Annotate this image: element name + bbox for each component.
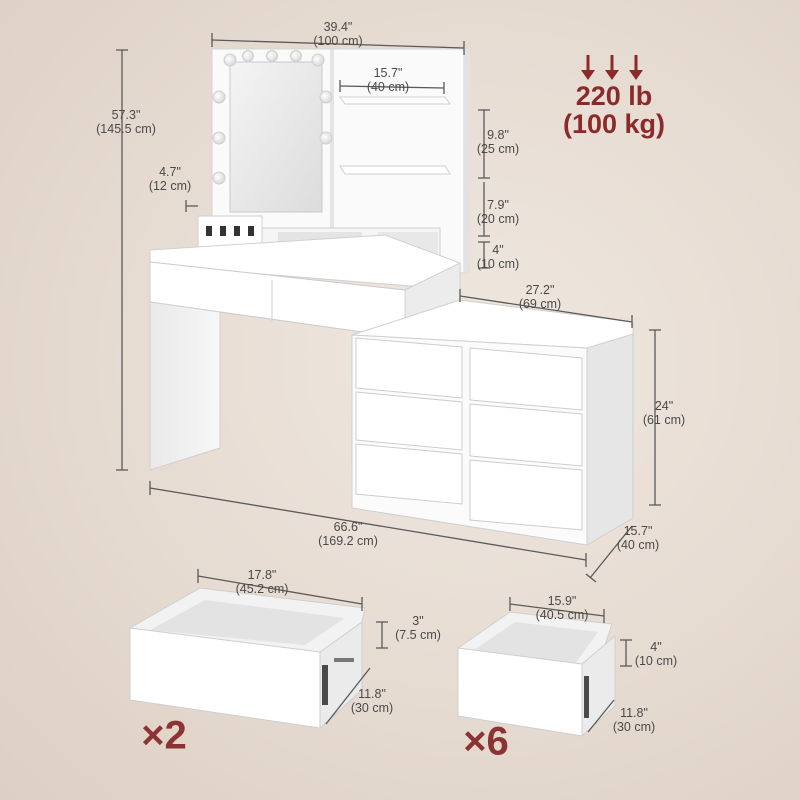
large-drawer-height-cm: (7.5 cm) xyxy=(395,628,441,642)
total-width-label: 66.6" (169.2 cm) xyxy=(318,520,378,548)
small-drawer-height-cm: (10 cm) xyxy=(634,654,678,668)
large-drawer-width-label: 17.8" (45.2 cm) xyxy=(236,568,289,596)
shelf-gap-upper-cm: (25 cm) xyxy=(476,142,520,156)
shelves xyxy=(339,96,451,175)
small-drawer-count: ×6 xyxy=(463,719,509,764)
shelf-gap-lower-label: 7.9" (20 cm) xyxy=(477,198,519,226)
total-height-label: 57.3" (145.5 cm) xyxy=(96,108,156,136)
large-drawer-width-cm: (45.2 cm) xyxy=(235,582,289,596)
bottom-gap-label: 4" (10 cm) xyxy=(477,243,519,271)
shelf-gap-upper-label: 9.8" (25 cm) xyxy=(477,128,519,156)
large-drawer-width-in: 17.8" xyxy=(247,568,277,582)
mirror xyxy=(229,61,323,213)
weight-metric: (100 kg) xyxy=(562,109,666,139)
large-drawer-depth-in: 11.8" xyxy=(358,687,386,701)
bottom-gap-cm: (10 cm) xyxy=(476,257,520,271)
cabinet-width-in: 27.2" xyxy=(525,283,555,297)
shelf-gap-lower-in: 7.9" xyxy=(487,198,509,212)
small-drawer-depth-in: 11.8" xyxy=(620,706,648,720)
large-drawer-depth-label: 11.8" (30 cm) xyxy=(351,687,393,715)
weight-arrows-icon xyxy=(581,55,643,80)
drawer-cabinet xyxy=(351,299,634,546)
cabinet-width-label: 27.2" (69 cm) xyxy=(519,283,561,311)
outlet-height-label: 4.7" (12 cm) xyxy=(149,165,191,193)
cabinet-height-in: 24" xyxy=(654,399,674,413)
total-width-in: 66.6" xyxy=(333,520,363,534)
top-width-cm: (100 cm) xyxy=(313,34,363,48)
cabinet-depth-label: 15.7" (40 cm) xyxy=(617,524,659,552)
cabinet-depth-in: 15.7" xyxy=(623,524,653,538)
shelf-gap-lower-cm: (20 cm) xyxy=(476,212,520,226)
large-drawer xyxy=(128,587,366,730)
dimension-lines xyxy=(116,33,661,733)
small-drawer-height-in: 4" xyxy=(650,640,662,654)
weight-capacity: 220 lb (100 kg) xyxy=(563,82,665,138)
total-width-cm: (169.2 cm) xyxy=(318,534,378,548)
small-drawer-width-label: 15.9" (40.5 cm) xyxy=(536,594,589,622)
small-drawer-height-label: 4" (10 cm) xyxy=(635,640,677,668)
outlet-height-cm: (12 cm) xyxy=(148,179,192,193)
small-drawer-depth-cm: (30 cm) xyxy=(612,720,656,734)
shelf-width-label: 15.7" (40 cm) xyxy=(367,66,409,94)
weight-value: 220 lb xyxy=(575,81,653,111)
desk xyxy=(149,234,461,471)
top-width-label: 39.4" (100 cm) xyxy=(313,20,362,48)
small-drawer-width-cm: (40.5 cm) xyxy=(535,608,589,622)
total-height-cm: (145.5 cm) xyxy=(96,122,156,136)
outlet-height-in: 4.7" xyxy=(159,165,181,179)
cabinet-height-label: 24" (61 cm) xyxy=(643,399,685,427)
large-drawer-depth-cm: (30 cm) xyxy=(350,701,394,715)
large-drawer-count: ×2 xyxy=(141,713,187,758)
shelf-width-cm: (40 cm) xyxy=(366,80,410,94)
light-bulbs xyxy=(212,50,333,185)
cabinet-depth-cm: (40 cm) xyxy=(616,538,660,552)
total-height-in: 57.3" xyxy=(111,108,141,122)
power-outlet-strip xyxy=(197,215,263,249)
large-drawer-height-in: 3" xyxy=(412,614,424,628)
small-drawer-depth-label: 11.8" (30 cm) xyxy=(613,706,655,734)
shelf-width-in: 15.7" xyxy=(373,66,403,80)
small-drawer xyxy=(456,611,616,738)
top-width-in: 39.4" xyxy=(323,20,353,34)
cabinet-height-cm: (61 cm) xyxy=(642,413,686,427)
shelf-gap-upper-in: 9.8" xyxy=(487,128,509,142)
small-drawer-width-in: 15.9" xyxy=(547,594,577,608)
bottom-gap-in: 4" xyxy=(492,243,504,257)
cabinet-width-cm: (69 cm) xyxy=(518,297,562,311)
large-drawer-height-label: 3" (7.5 cm) xyxy=(395,614,441,642)
